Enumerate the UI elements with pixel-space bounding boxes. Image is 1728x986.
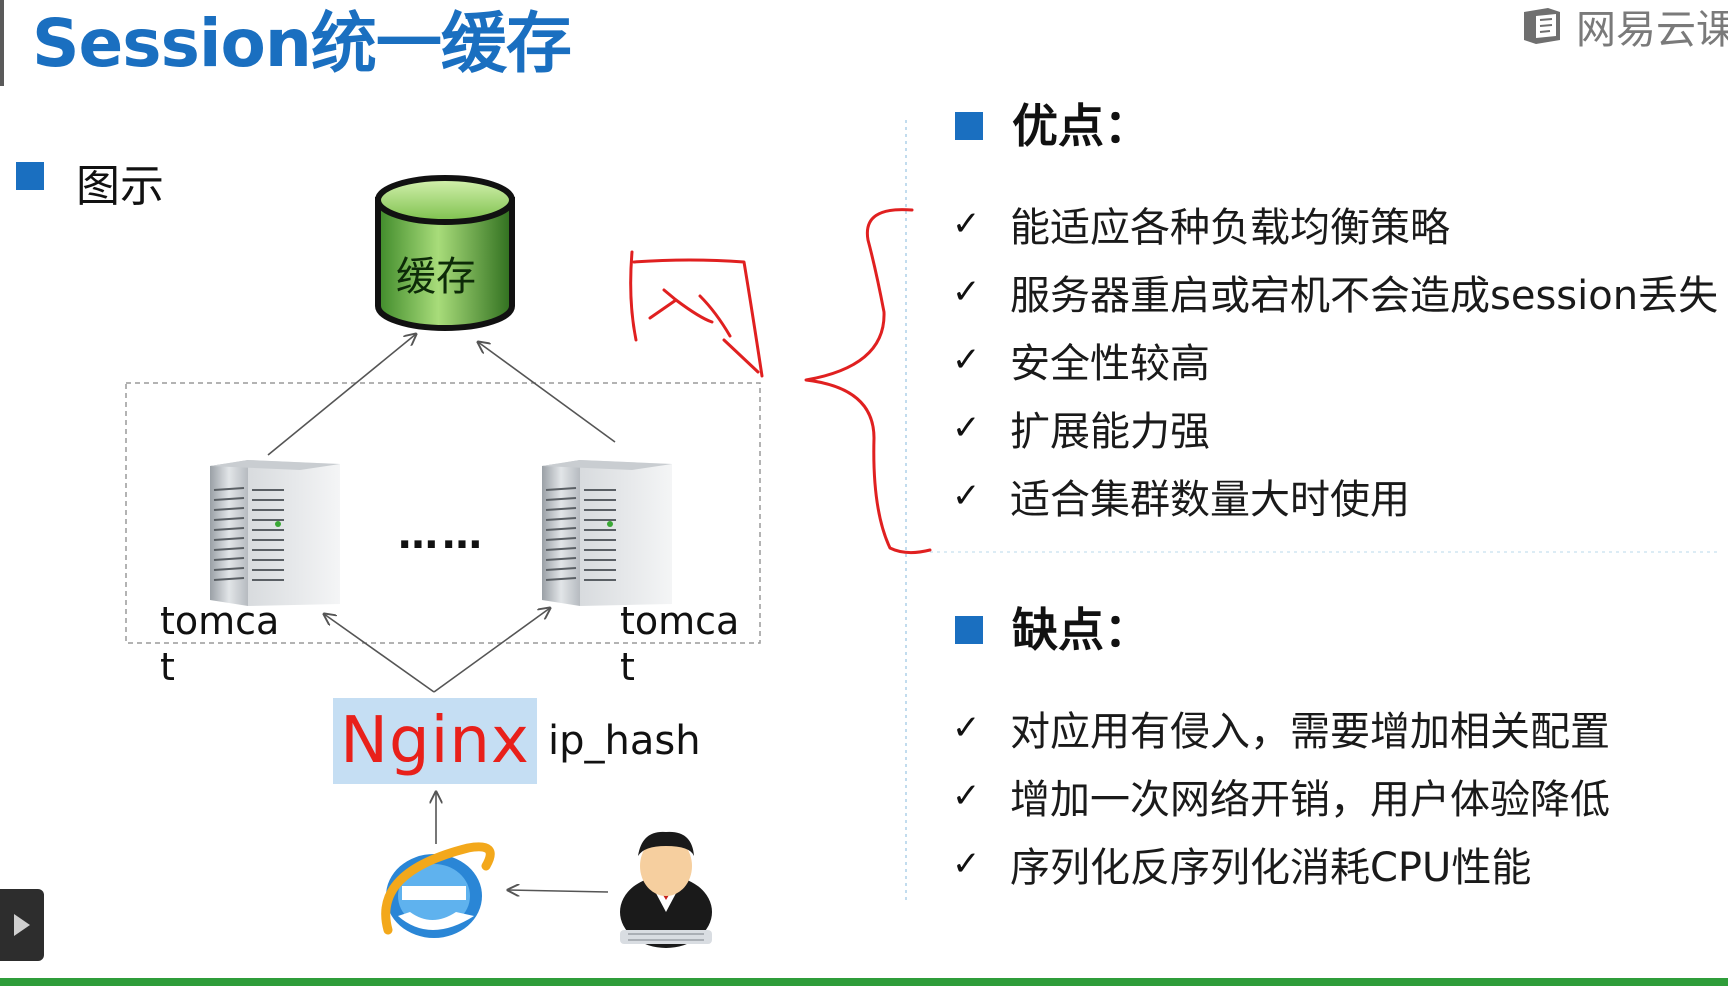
- pros-list: ✓ 能适应各种负载均衡策略 ✓ 服务器重启或宕机不会造成session丢失 ✓ …: [952, 190, 1718, 530]
- arrow-right-server-to-cache: [478, 342, 616, 443]
- pros-item: ✓ 安全性较高: [952, 326, 1718, 394]
- play-icon: [14, 914, 30, 936]
- right-server-label: tomcat: [620, 599, 740, 689]
- cons-bullet: [955, 616, 983, 644]
- slide-left-rule: [0, 0, 4, 86]
- check-icon: ✓: [952, 776, 981, 816]
- left-server-icon: [210, 460, 340, 606]
- arrow-left-server-to-cache: [267, 334, 416, 456]
- cons-item: ✓ 对应用有侵入，需要增加相关配置: [952, 694, 1610, 762]
- check-icon: ✓: [952, 204, 981, 244]
- handwritten-annotation: [629, 208, 932, 555]
- check-icon: ✓: [952, 272, 981, 312]
- pros-item: ✓ 服务器重启或宕机不会造成session丢失: [952, 258, 1718, 326]
- pros-item-text: 能适应各种负载均衡策略: [1010, 205, 1450, 251]
- pros-item-text: 安全性较高: [1010, 341, 1210, 387]
- diagram-label: 图示: [76, 161, 164, 212]
- cache-cylinder-icon: [375, 175, 515, 331]
- pros-item: ✓ 适合集群数量大时使用: [952, 462, 1718, 530]
- cons-item: ✓ 序列化反序列化消耗CPU性能: [952, 830, 1610, 898]
- user-avatar-icon: [620, 831, 712, 948]
- internet-explorer-icon: [381, 842, 495, 938]
- cache-label: 缓存: [396, 254, 476, 300]
- arrow-nginx-to-left-server: [324, 614, 435, 693]
- pros-item: ✓ 能适应各种负载均衡策略: [952, 190, 1718, 258]
- pros-item-text: 服务器重启或宕机不会造成session丢失: [1010, 273, 1719, 319]
- play-button[interactable]: [0, 889, 44, 961]
- server-ellipsis: ……: [398, 512, 486, 558]
- pros-bullet: [955, 112, 983, 140]
- arrow-user-to-browser: [508, 890, 609, 892]
- video-progress-bar[interactable]: [0, 978, 1728, 986]
- check-icon: ✓: [952, 844, 981, 884]
- brand-watermark: 网易云课: [1520, 2, 1728, 53]
- brand-text: 网易云课: [1576, 7, 1728, 53]
- arrow-nginx-to-right-server: [433, 608, 550, 693]
- nginx-label: Nginx: [340, 704, 530, 778]
- pros-item-text: 适合集群数量大时使用: [1010, 477, 1410, 523]
- nginx-box: Nginx: [333, 698, 537, 784]
- pros-item: ✓ 扩展能力强: [952, 394, 1718, 462]
- check-icon: ✓: [952, 476, 981, 516]
- cons-item-text: 对应用有侵入，需要增加相关配置: [1010, 709, 1610, 755]
- right-server-icon: [542, 460, 672, 606]
- cons-list: ✓ 对应用有侵入，需要增加相关配置 ✓ 增加一次网络开销，用户体验降低 ✓ 序列…: [952, 694, 1610, 898]
- cons-heading: 缺点：: [1012, 603, 1150, 657]
- cons-item: ✓ 增加一次网络开销，用户体验降低: [952, 762, 1610, 830]
- pros-item-text: 扩展能力强: [1010, 409, 1210, 455]
- cloud-classroom-logo-icon: [1524, 8, 1560, 44]
- diagram-bullet: [16, 162, 44, 190]
- cluster-boundary: [125, 382, 761, 644]
- pros-heading: 优点：: [1012, 99, 1150, 153]
- slide-title: Session统一缓存: [32, 5, 572, 82]
- ip-hash-label: ip_hash: [548, 718, 701, 764]
- check-icon: ✓: [952, 708, 981, 748]
- check-icon: ✓: [952, 340, 981, 380]
- check-icon: ✓: [952, 408, 981, 448]
- cons-item-text: 增加一次网络开销，用户体验降低: [1010, 777, 1610, 823]
- cons-item-text: 序列化反序列化消耗CPU性能: [1010, 845, 1532, 891]
- left-server-label: tomcat: [160, 599, 280, 689]
